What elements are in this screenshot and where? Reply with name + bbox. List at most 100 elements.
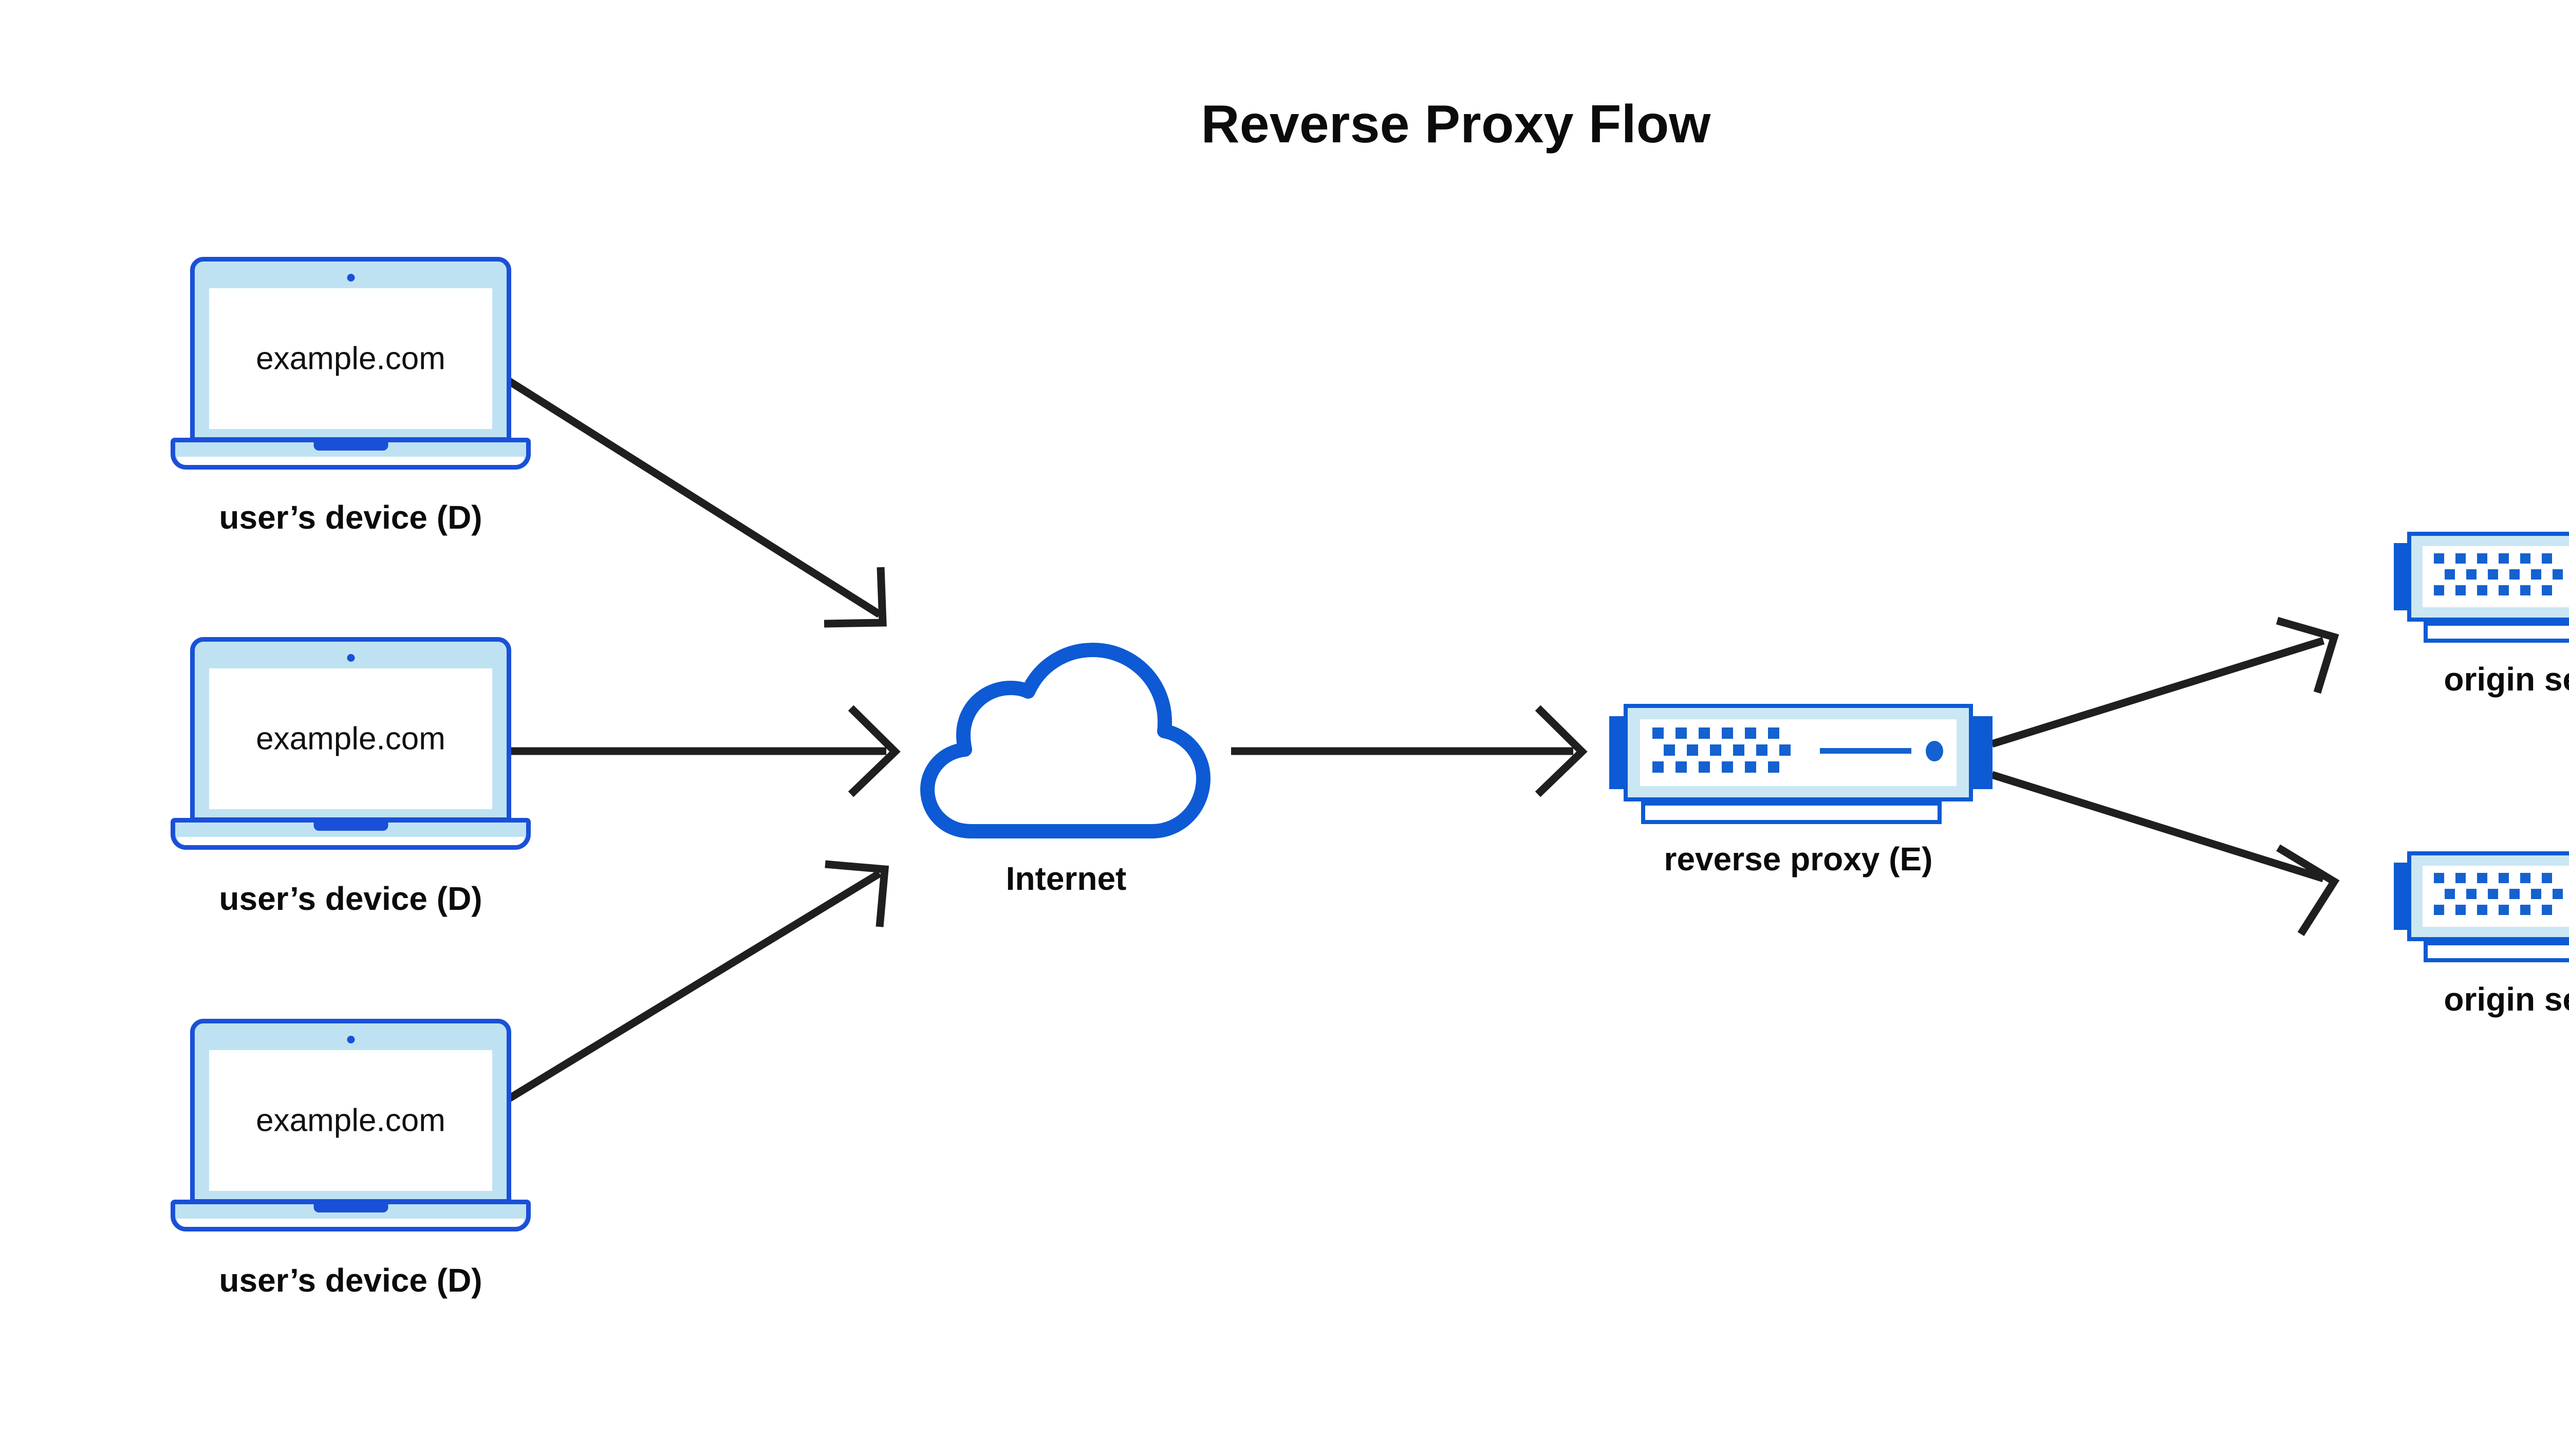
laptop-base-edge xyxy=(177,837,524,845)
vent-dot xyxy=(2477,585,2487,595)
vent-dot xyxy=(2455,553,2466,564)
vent-dot xyxy=(2520,585,2530,595)
vent-dot xyxy=(2553,889,2563,899)
server-icon-reverse-proxy[interactable] xyxy=(1609,704,1993,824)
vent-dot xyxy=(1699,761,1710,773)
vent-dot xyxy=(1756,744,1767,756)
arrow-device3-to-internet xyxy=(495,860,889,1109)
vent-dot xyxy=(2455,905,2466,915)
vent-dot xyxy=(2531,569,2541,580)
laptop-notch xyxy=(313,823,388,831)
cloud-icon-internet[interactable] xyxy=(920,640,1213,843)
vent-dot xyxy=(2542,905,2552,915)
vent-dot xyxy=(1664,744,1675,756)
vent-dot xyxy=(1745,727,1756,739)
server-base-bar xyxy=(1641,801,1942,824)
laptop-icon-device-2[interactable]: example.com xyxy=(171,637,531,853)
vent-dot xyxy=(2499,873,2509,883)
laptop-icon-device-3[interactable]: example.com xyxy=(171,1019,531,1235)
server-front-panel xyxy=(1640,719,1957,786)
vent-dot xyxy=(2434,585,2444,595)
vent-dot xyxy=(2542,553,2552,564)
vent-dot xyxy=(2499,905,2509,915)
laptop-notch xyxy=(313,1204,388,1212)
vent-dot xyxy=(1733,744,1744,756)
vent-dot xyxy=(1652,761,1664,773)
arrow-proxy-to-origin2 xyxy=(1990,771,2340,937)
vent-dot xyxy=(1710,744,1721,756)
server-front-panel xyxy=(2423,866,2569,927)
vent-dot xyxy=(2488,569,2498,580)
server-base-bar xyxy=(2424,941,2569,962)
vent-dot xyxy=(2466,569,2477,580)
caption-origin-1: origin server (F) xyxy=(2444,661,2569,698)
vent-dot xyxy=(2466,889,2477,899)
vent-dot xyxy=(2434,905,2444,915)
vent-dot xyxy=(1699,727,1710,739)
laptop-base-edge xyxy=(177,457,524,465)
arrow-device2-to-internet xyxy=(501,705,901,797)
arrow-internet-to-proxy xyxy=(1231,705,1588,797)
laptop-base xyxy=(171,1200,531,1231)
server-front-panel xyxy=(2423,546,2569,607)
vent-dot xyxy=(2477,905,2487,915)
vent-dot xyxy=(1768,761,1779,773)
vent-dot xyxy=(1745,761,1756,773)
laptop-base xyxy=(171,438,531,470)
vent-dot xyxy=(2553,569,2563,580)
vent-dot xyxy=(2520,553,2530,564)
server-icon-origin-2[interactable] xyxy=(2394,851,2569,962)
caption-device-3: user’s device (D) xyxy=(219,1262,482,1299)
laptop-notch xyxy=(313,442,388,451)
vent-dot xyxy=(2520,905,2530,915)
camera-icon xyxy=(347,274,355,282)
camera-icon xyxy=(347,1036,355,1043)
laptop-lid: example.com xyxy=(190,257,511,442)
server-led-icon xyxy=(1926,741,1943,761)
page-title: Reverse Proxy Flow xyxy=(1201,95,1711,154)
vent-dot xyxy=(1768,727,1779,739)
vent-dot xyxy=(2434,553,2444,564)
server-status-line xyxy=(1820,748,1911,754)
vent-dot xyxy=(2509,889,2520,899)
vent-dot xyxy=(2434,873,2444,883)
vent-dot xyxy=(2445,569,2455,580)
vent-dot xyxy=(2509,569,2520,580)
vent-dot xyxy=(1652,727,1664,739)
screen-url-text: example.com xyxy=(256,1103,445,1138)
laptop-screen: example.com xyxy=(209,288,492,429)
laptop-screen: example.com xyxy=(209,1050,492,1191)
vent-dot xyxy=(2455,873,2466,883)
arrow-proxy-to-origin1 xyxy=(1990,617,2339,748)
caption-device-2: user’s device (D) xyxy=(219,880,482,917)
server-base-bar xyxy=(2424,622,2569,643)
laptop-screen: example.com xyxy=(209,668,492,809)
laptop-icon-device-1[interactable]: example.com xyxy=(171,257,531,473)
vent-dot xyxy=(2542,873,2552,883)
vent-dot xyxy=(1676,727,1687,739)
vent-dot xyxy=(2477,553,2487,564)
vent-dot xyxy=(2488,889,2498,899)
vent-dot xyxy=(1779,744,1791,756)
vent-dot xyxy=(2520,873,2530,883)
vent-dot xyxy=(2531,889,2541,899)
laptop-base-edge xyxy=(177,1219,524,1227)
server-icon-origin-1[interactable] xyxy=(2394,532,2569,643)
caption-device-1: user’s device (D) xyxy=(219,499,482,536)
vent-dot xyxy=(2499,585,2509,595)
vent-dot xyxy=(2477,873,2487,883)
vent-dot xyxy=(1687,744,1698,756)
caption-origin-2: origin server (F) xyxy=(2444,981,2569,1018)
vent-dot xyxy=(1722,727,1733,739)
vent-dot xyxy=(2455,585,2466,595)
vent-dot xyxy=(1722,761,1733,773)
vent-dot xyxy=(2542,585,2552,595)
vent-dot xyxy=(1676,761,1687,773)
cloud-shape xyxy=(920,643,1211,838)
laptop-lid: example.com xyxy=(190,637,511,822)
laptop-lid: example.com xyxy=(190,1019,511,1204)
laptop-base xyxy=(171,818,531,850)
screen-url-text: example.com xyxy=(256,341,445,377)
